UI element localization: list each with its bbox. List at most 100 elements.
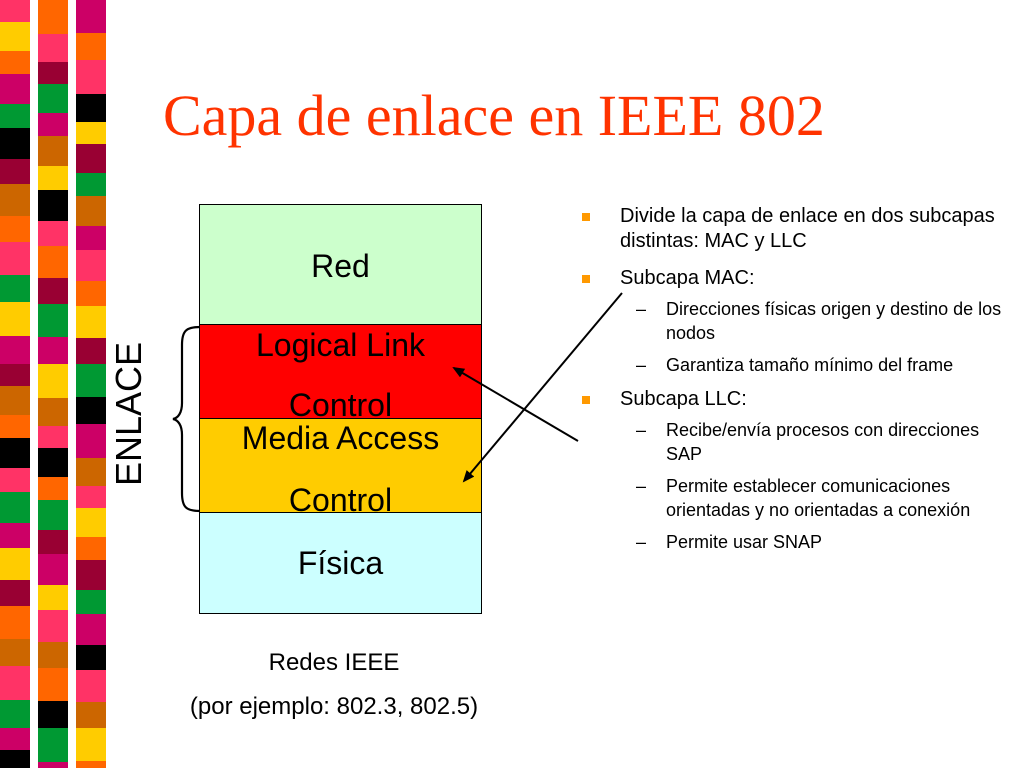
dash-bullet-icon: – [636, 532, 647, 552]
stripe-segment [38, 304, 68, 337]
stripe-segment [38, 642, 68, 668]
bullet-list: Divide la capa de enlace en dos subcapas… [580, 204, 1010, 562]
stripe-segment [0, 492, 30, 523]
stripe-segment [0, 415, 30, 438]
stripe-segment [76, 728, 106, 761]
stripe-segment [76, 590, 106, 614]
decorative-stripes [0, 0, 135, 768]
stripe-segment [76, 458, 106, 486]
stripe-segment [0, 750, 30, 768]
stripe-segment [76, 144, 106, 173]
stripe-segment [0, 639, 30, 666]
stripe-segment [38, 554, 68, 585]
stripe-segment [76, 306, 106, 338]
stripe-segment [38, 337, 68, 364]
dash-bullet-icon: – [636, 299, 647, 319]
stripe-segment [76, 486, 106, 508]
dash-bullet-icon: – [636, 355, 647, 375]
layer-media-access-control: Media Access Control [199, 418, 482, 518]
layer-mac-label-line1: Media Access [241, 420, 440, 456]
stripe-segment [76, 226, 106, 250]
stripe-segment [76, 702, 106, 728]
stripe-segment [76, 508, 106, 537]
stripe-segment [38, 190, 68, 221]
caption-redes-ieee: Redes IEEE [268, 649, 400, 676]
layer-llc-label-line2: Control [288, 387, 393, 423]
stripe-segment [0, 51, 30, 74]
bullet-text: Divide la capa de enlace en dos subcapas… [620, 205, 995, 252]
stripe-segment [38, 166, 68, 190]
stripe-segment [0, 128, 30, 159]
stripe-segment [38, 477, 68, 500]
stripe-segment [38, 398, 68, 426]
stripe-segment [76, 122, 106, 144]
stripe-segment [38, 728, 68, 762]
layer-red-label: Red [311, 248, 370, 284]
stripe-segment [76, 761, 106, 768]
stripe-segment [76, 645, 106, 670]
stripe-segment [38, 84, 68, 113]
arrow-mac-to-bullet [462, 292, 623, 483]
bullet-text: Subcapa LLC: [620, 388, 747, 410]
stripe-segment [38, 701, 68, 728]
stripe-segment [76, 33, 106, 60]
stripe-segment [38, 113, 68, 136]
stripe-segment [0, 74, 30, 104]
stripe-segment [38, 500, 68, 530]
sub-bullet-text: Permite usar SNAP [666, 532, 823, 552]
curly-brace-icon [172, 325, 201, 513]
stripe-segment [76, 173, 106, 196]
layer-llc-label-line1: Logical Link [256, 327, 425, 363]
dash-bullet-icon: – [636, 476, 647, 496]
stripe-segment [0, 580, 30, 606]
sub-bullet-item: – Permite usar SNAP [580, 530, 1010, 554]
stripe-segment [0, 364, 30, 386]
stripe-segment [38, 62, 68, 84]
stripe-segment [0, 523, 30, 548]
stripe-segment [76, 94, 106, 122]
stripe-column [0, 0, 30, 768]
dash-bullet-icon: – [636, 420, 647, 440]
stripe-segment [76, 281, 106, 306]
stripe-segment [76, 670, 106, 702]
stripe-segment [38, 34, 68, 62]
stripe-segment [76, 364, 106, 397]
square-bullet-icon [582, 396, 590, 404]
stripe-segment [38, 530, 68, 554]
stripe-segment [76, 250, 106, 281]
stripe-segment [76, 560, 106, 590]
stripe-segment [0, 438, 30, 468]
stripe-segment [0, 336, 30, 364]
stripe-segment [0, 0, 30, 22]
stripe-column [76, 0, 106, 768]
sub-bullet-item: – Direcciones físicas origen y destino d… [580, 297, 1010, 345]
arrow-llc-to-bullet [452, 366, 579, 442]
stripe-segment [0, 548, 30, 580]
sub-bullet-text: Direcciones físicas origen y destino de … [666, 299, 1002, 343]
stripe-segment [0, 216, 30, 242]
stripe-segment [38, 448, 68, 477]
stripe-segment [0, 468, 30, 492]
sub-bullet-item: – Recibe/envía procesos con direcciones … [580, 418, 1010, 466]
sub-bullet-text: Recibe/envía procesos con direcciones SA… [666, 420, 980, 464]
stripe-segment [0, 700, 30, 728]
square-bullet-icon [582, 213, 590, 221]
stripe-segment [0, 606, 30, 639]
stripe-segment [38, 136, 68, 166]
stripe-segment [38, 221, 68, 246]
sub-bullet-text: Garantiza tamaño mínimo del frame [666, 355, 954, 375]
stripe-segment [0, 104, 30, 128]
bullet-item: Divide la capa de enlace en dos subcapas… [580, 204, 1010, 254]
stripe-segment [38, 364, 68, 398]
stripe-segment [0, 242, 30, 275]
stripe-segment [38, 668, 68, 701]
slide-title: Capa de enlace en IEEE 802 [163, 83, 825, 148]
stripe-segment [0, 275, 30, 302]
stripe-segment [38, 0, 68, 34]
stripe-segment [38, 610, 68, 642]
sub-bullet-text: Permite establecer comunicaciones orient… [666, 476, 971, 520]
bullet-item: Subcapa LLC: [580, 387, 1010, 412]
stripe-segment [38, 585, 68, 610]
stripe-segment [76, 60, 106, 94]
